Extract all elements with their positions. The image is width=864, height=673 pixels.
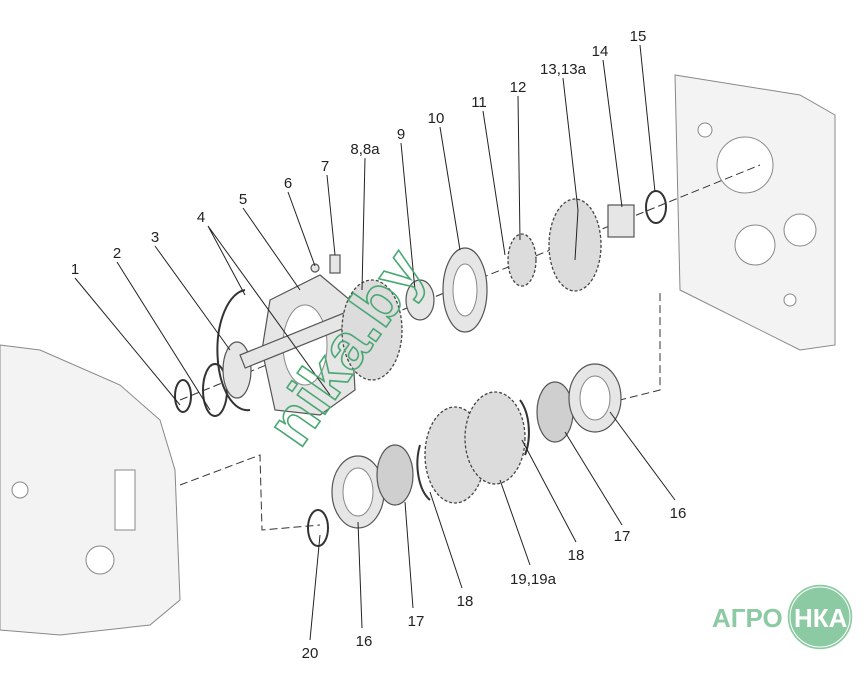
label-19: 19,19a — [510, 571, 557, 588]
label-8: 8,8a — [350, 141, 380, 158]
agronika-logo: АГРО НКА — [712, 583, 854, 651]
right-plate — [674, 74, 836, 351]
label-17-left: 17 — [408, 613, 425, 630]
label-4: 4 — [197, 209, 205, 226]
label-18-right: 18 — [568, 547, 585, 564]
label-10: 10 — [428, 110, 445, 127]
left-housing — [0, 344, 181, 636]
label-12: 12 — [510, 79, 527, 96]
label-14: 14 — [592, 43, 609, 60]
label-3: 3 — [151, 229, 159, 246]
label-7: 7 — [321, 158, 329, 175]
label-2: 2 — [113, 245, 121, 262]
label-1: 1 — [71, 261, 79, 278]
label-5: 5 — [239, 191, 247, 208]
upper-assembly — [174, 190, 667, 417]
label-6: 6 — [284, 175, 292, 192]
leader-lines — [74, 44, 676, 641]
label-9: 9 — [397, 126, 405, 143]
label-13: 13,13a — [540, 61, 587, 78]
label-18-left: 18 — [457, 593, 474, 610]
label-16-right: 16 — [670, 505, 687, 522]
label-16-left: 16 — [356, 633, 373, 650]
label-17-right: 17 — [614, 528, 631, 545]
lower-assembly — [307, 363, 622, 547]
label-15: 15 — [630, 28, 647, 45]
logo-text-agro: АГРО — [712, 603, 783, 633]
label-20: 20 — [302, 645, 319, 662]
lower-axis-line — [179, 290, 661, 531]
logo-text-nka: НКА — [794, 603, 848, 633]
label-11: 11 — [471, 94, 487, 111]
